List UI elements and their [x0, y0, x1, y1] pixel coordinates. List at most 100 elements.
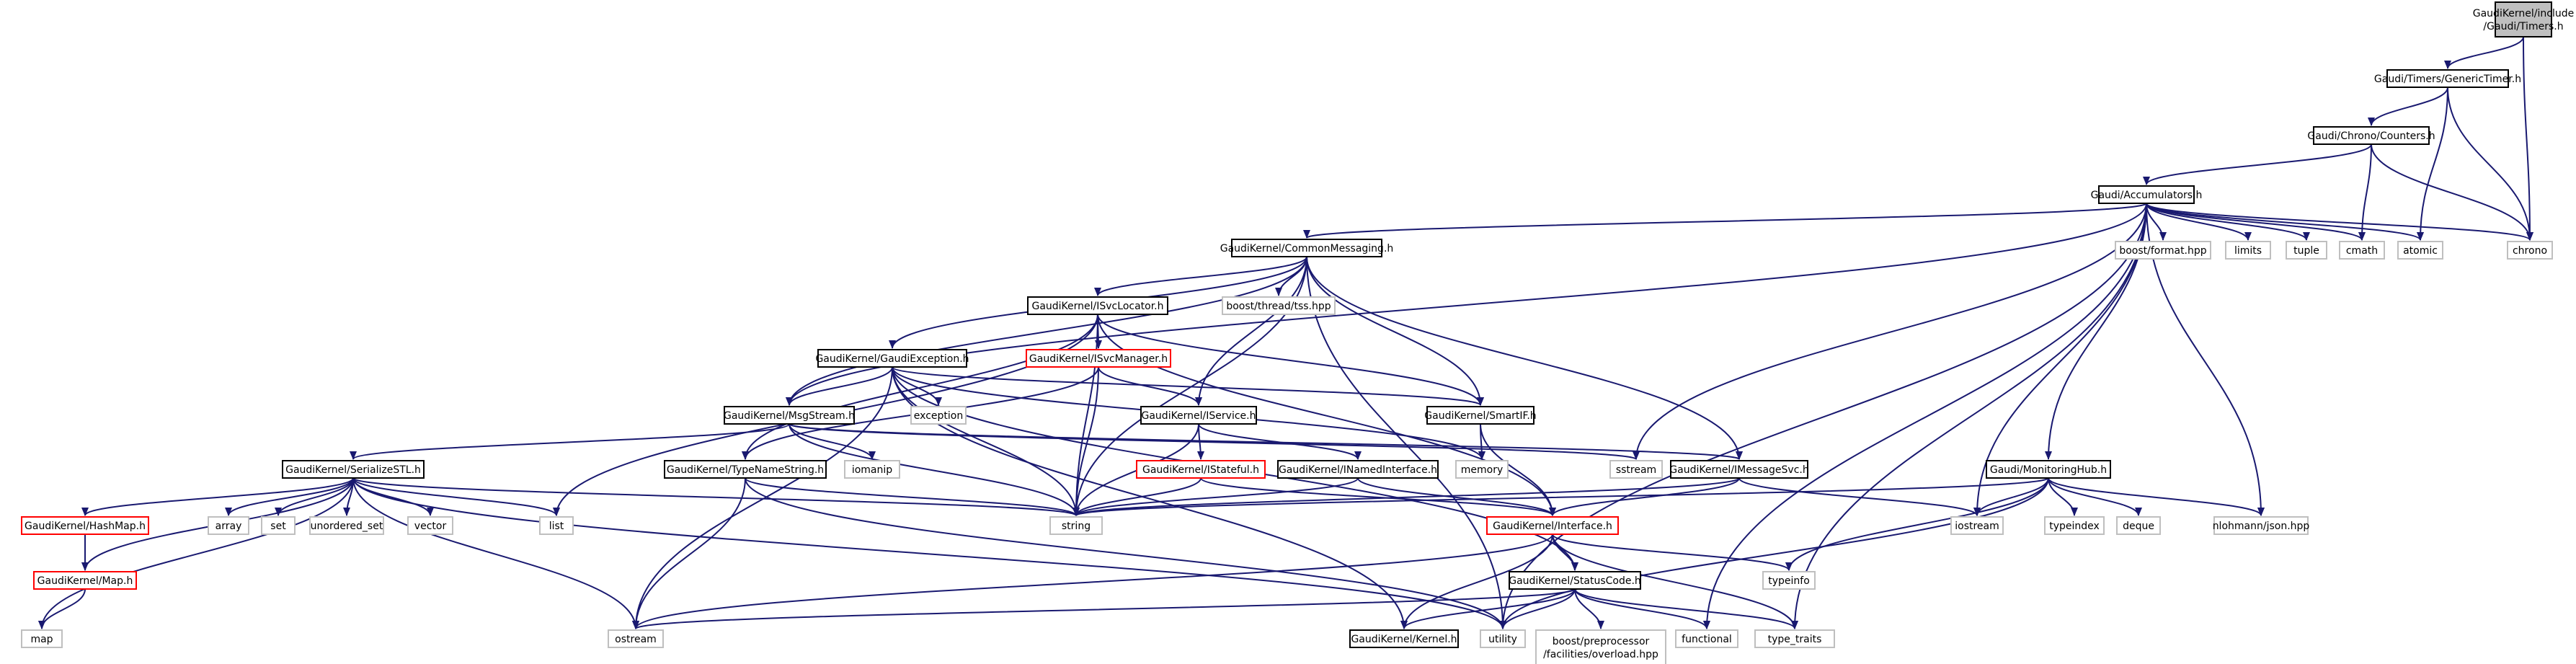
- edge-map_h-to-map: [38, 588, 86, 629]
- node-box-imessagesvc: [1670, 460, 1808, 479]
- node-label-iservice: GaudiKernel/IService.h: [1142, 410, 1256, 422]
- node-label-array: array: [216, 521, 242, 532]
- node-list: list: [539, 516, 574, 535]
- node-label-map: map: [30, 634, 53, 645]
- node-monitoringhub[interactable]: Gaudi/MonitoringHub.h: [1986, 460, 2111, 479]
- edge-commonmessaging-to-utility: [1306, 256, 1506, 629]
- node-generictimer[interactable]: Gaudi/Timers/GenericTimer.h: [2374, 69, 2521, 88]
- node-label-atomic: atomic: [2403, 245, 2438, 257]
- node-chrono: chrono: [2507, 241, 2553, 260]
- node-istateful[interactable]: GaudiKernel/IStateful.h: [1136, 460, 1266, 479]
- node-label-tss: boost/thread/tss.hpp: [1226, 301, 1331, 312]
- node-box-typeindex: [2044, 516, 2105, 535]
- node-smartif[interactable]: GaudiKernel/SmartIF.h: [1424, 406, 1537, 425]
- node-label-typeindex: typeindex: [2049, 521, 2100, 532]
- node-root[interactable]: GaudiKernel/include/Gaudi/Timers.h: [2473, 1, 2575, 37]
- node-statuscode[interactable]: GaudiKernel/StatusCode.h: [1509, 571, 1641, 590]
- edge-commonmessaging-to-iservice: [1195, 256, 1307, 406]
- node-inamedinterface[interactable]: GaudiKernel/INamedInterface.h: [1277, 460, 1439, 479]
- node-label-generictimer: Gaudi/Timers/GenericTimer.h: [2374, 74, 2521, 85]
- edge-interface-to-typeinfo: [1552, 534, 1793, 571]
- node-isvcmanager[interactable]: GaudiKernel/ISvcManager.h: [1026, 349, 1171, 368]
- node-boostformat: boost/format.hpp: [2115, 241, 2211, 260]
- edge-imessagesvc-to-iostream: [1738, 477, 1981, 516]
- node-label-root: GaudiKernel/include: [2473, 8, 2575, 19]
- edge-accumulators-to-atomic: [2146, 203, 2424, 241]
- node-box-isvcmanager: [1026, 349, 1171, 368]
- edge-isvclocator-to-smartif: [1097, 314, 1484, 406]
- edge-accumulators-to-commonmessaging: [1303, 203, 2147, 239]
- node-interface[interactable]: GaudiKernel/Interface.h: [1486, 516, 1619, 535]
- node-isvclocator[interactable]: GaudiKernel/ISvcLocator.h: [1027, 296, 1168, 315]
- edge-generictimer-to-chrono: [2447, 87, 2533, 241]
- node-label-hashmap: GaudiKernel/HashMap.h: [25, 521, 146, 532]
- node-string: string: [1049, 516, 1103, 535]
- node-label-iostream: iostream: [1955, 521, 1999, 532]
- node-memory: memory: [1455, 460, 1509, 479]
- edge-isvclocator-to-typenamestring: [742, 314, 1098, 460]
- edge-serializestl-to-utility: [352, 477, 1506, 629]
- edge-accumulators-to-sstream: [1633, 203, 2147, 460]
- edge-istateful-to-interface: [1200, 477, 1556, 516]
- node-box-list: [539, 516, 574, 535]
- node-map: map: [21, 629, 63, 648]
- node-label-sstream: sstream: [1616, 464, 1656, 476]
- node-atomic: atomic: [2397, 241, 2443, 260]
- node-box-hashmap: [21, 516, 149, 535]
- node-imessagesvc[interactable]: GaudiKernel/IMessageSvc.h: [1669, 460, 1809, 479]
- node-box-smartif: [1426, 406, 1535, 425]
- node-kernel[interactable]: GaudiKernel/Kernel.h: [1349, 629, 1459, 648]
- node-label-isvclocator: GaudiKernel/ISvcLocator.h: [1031, 301, 1163, 312]
- node-map_h[interactable]: GaudiKernel/Map.h: [33, 571, 137, 590]
- node-commonmessaging[interactable]: GaudiKernel/CommonMessaging.h: [1220, 239, 1394, 257]
- node-box-string: [1049, 516, 1103, 535]
- edge-accumulators-to-type_traits: [1791, 203, 2147, 629]
- node-type_traits: type_traits: [1754, 629, 1835, 648]
- node-iservice[interactable]: GaudiKernel/IService.h: [1140, 406, 1257, 425]
- node-label-iomanip: iomanip: [852, 464, 892, 476]
- node-tss: boost/thread/tss.hpp: [1222, 296, 1336, 315]
- node-box-tuple: [2286, 241, 2327, 260]
- node-hashmap[interactable]: GaudiKernel/HashMap.h: [21, 516, 149, 535]
- node-box-functional: [1675, 629, 1738, 648]
- node-msgstream[interactable]: GaudiKernel/MsgStream.h: [724, 406, 855, 425]
- edge-commonmessaging-to-isvclocator: [1094, 256, 1307, 296]
- edge-imessagesvc-to-interface: [1549, 477, 1740, 516]
- edge-imessagesvc-to-string: [1072, 477, 1740, 516]
- edge-statuscode-to-boostpp: [1574, 588, 1604, 629]
- node-typeinfo: typeinfo: [1762, 571, 1816, 590]
- node-label-boostpp: boost/preprocessor: [1553, 636, 1650, 647]
- node-box-map_h: [33, 571, 137, 590]
- edge-accumulators-to-msgstream: [786, 203, 2147, 406]
- node-label-kernel: GaudiKernel/Kernel.h: [1351, 634, 1457, 645]
- node-box-istateful: [1136, 460, 1266, 479]
- node-label-chrono: chrono: [2513, 245, 2547, 257]
- edge-gaudiexception-to-string: [892, 366, 1080, 516]
- node-ostream: ostream: [608, 629, 664, 648]
- edge-isvclocator-to-string: [1072, 314, 1098, 516]
- node-box-commonmessaging: [1231, 239, 1382, 257]
- edge-commonmessaging-to-msgstream: [786, 256, 1307, 406]
- node-label-statuscode: GaudiKernel/StatusCode.h: [1509, 575, 1641, 587]
- node-serializestl[interactable]: GaudiKernel/SerializeSTL.h: [282, 460, 425, 479]
- node-typenamestring[interactable]: GaudiKernel/TypeNameString.h: [664, 460, 827, 479]
- node-box-iservice: [1140, 406, 1257, 425]
- edge-msgstream-to-serializestl: [350, 423, 790, 460]
- node-label-list: list: [549, 521, 564, 532]
- node-label-msgstream: GaudiKernel/MsgStream.h: [724, 410, 855, 422]
- node-array: array: [208, 516, 249, 535]
- edge-counters-to-chrono: [2371, 143, 2533, 241]
- node-sstream: sstream: [1609, 460, 1663, 479]
- edge-serializestl-to-map: [38, 477, 354, 629]
- node-box-counters: [2313, 126, 2430, 145]
- node-accumulators[interactable]: Gaudi/Accumulators.h: [2091, 185, 2203, 204]
- node-box-chrono: [2507, 241, 2553, 260]
- edge-msgstream-to-string: [789, 423, 1080, 516]
- node-counters[interactable]: Gaudi/Chrono/Counters.h: [2307, 126, 2435, 145]
- edge-generictimer-to-counters: [2368, 87, 2448, 126]
- edge-serializestl-to-ostream: [352, 477, 639, 629]
- edge-counters-to-accumulators: [2143, 143, 2372, 185]
- node-gaudiexception[interactable]: GaudiKernel/GaudiException.h: [815, 349, 969, 368]
- node-box-iostream: [1950, 516, 2004, 535]
- node-box-json: [2213, 516, 2309, 535]
